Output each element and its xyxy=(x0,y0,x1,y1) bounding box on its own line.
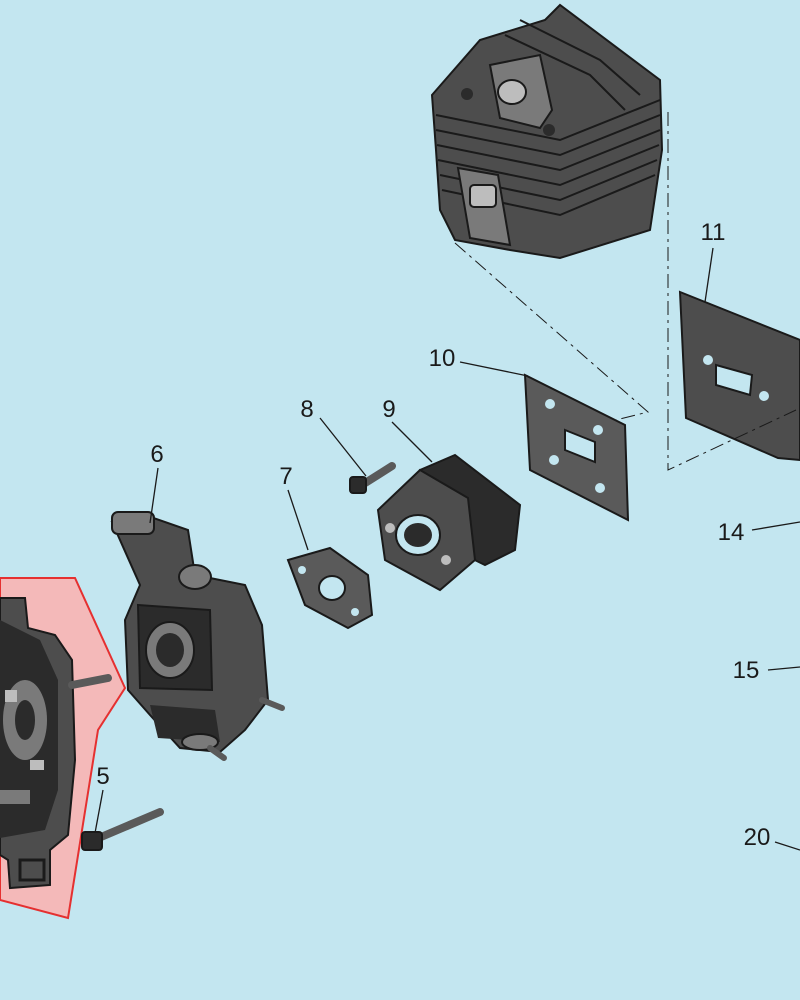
callout-5[interactable]: 5 xyxy=(96,763,109,790)
carburetor[interactable] xyxy=(110,511,285,761)
callout-7[interactable]: 7 xyxy=(279,463,292,490)
callout-14[interactable]: 14 xyxy=(718,519,745,546)
air-filter-housing-body xyxy=(0,597,112,890)
insulator-gasket[interactable] xyxy=(523,373,630,522)
leader-lines xyxy=(94,247,800,851)
callout-6[interactable]: 6 xyxy=(150,441,163,468)
cylinder[interactable] xyxy=(430,3,664,260)
carburetor-gasket[interactable] xyxy=(286,546,374,630)
callout-labels: 5 6 7 8 9 10 11 14 15 20 xyxy=(96,219,770,851)
assembly-lines xyxy=(454,112,797,471)
air-filter-housing-highlighted[interactable] xyxy=(0,577,127,920)
callout-11[interactable]: 11 xyxy=(701,219,726,246)
callout-15[interactable]: 15 xyxy=(733,657,760,684)
callout-8[interactable]: 8 xyxy=(300,396,313,423)
cylinder-gasket[interactable] xyxy=(678,290,800,462)
callout-20[interactable]: 20 xyxy=(744,824,771,851)
screw[interactable] xyxy=(349,462,396,494)
intake-insulator[interactable] xyxy=(376,453,522,592)
bolt[interactable] xyxy=(81,808,164,851)
callout-10[interactable]: 10 xyxy=(429,345,456,372)
callout-9[interactable]: 9 xyxy=(382,396,395,423)
